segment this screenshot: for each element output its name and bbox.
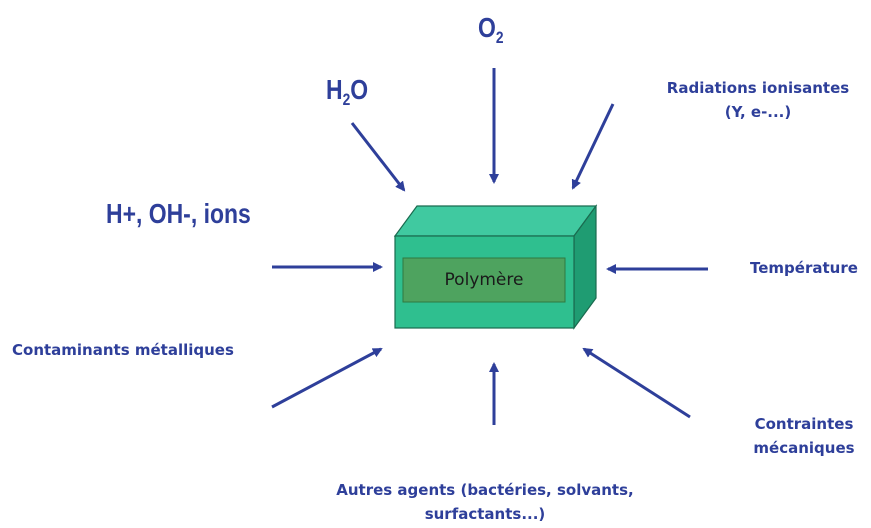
- box-inner-panel: [402, 257, 566, 303]
- label-ions: H+, OH-, ions: [106, 198, 251, 229]
- label-o2: O2: [478, 12, 504, 48]
- label-contaminants: Contaminants métalliques: [12, 341, 234, 359]
- label-h2o-sub: 2: [342, 89, 351, 109]
- label-h2o-pre: H: [326, 74, 343, 105]
- label-h2o-post: O: [350, 74, 369, 105]
- arrow-h2o: [350, 122, 406, 192]
- label-contraintes: Contraintes mécaniques: [740, 412, 868, 460]
- label-contraintes-line2: mécaniques: [753, 439, 855, 457]
- label-radiations-line2: (Y, e-...): [724, 103, 792, 121]
- label-autres-line1: Autres agents (bactéries, solvants,: [336, 481, 634, 499]
- arrow-contraintes: [582, 347, 691, 419]
- label-h2o: H2O: [326, 74, 368, 110]
- label-radiations-line1: Radiations ionisantes: [666, 79, 850, 97]
- arrow-radiations: [571, 103, 615, 190]
- box-top-face: [393, 205, 598, 237]
- label-o2-sub: 2: [495, 27, 504, 47]
- label-contraintes-line1: Contraintes: [754, 415, 854, 433]
- label-autres: Autres agents (bactéries, solvants, surf…: [300, 478, 670, 526]
- label-temperature: Température: [750, 259, 858, 277]
- label-radiations: Radiations ionisantes (Y, e-...): [656, 76, 860, 124]
- label-o2-main: O: [478, 12, 496, 43]
- arrow-contaminants: [271, 347, 383, 409]
- label-autres-line2: surfactants...): [424, 505, 546, 523]
- polymer-label: Polymère: [444, 270, 524, 290]
